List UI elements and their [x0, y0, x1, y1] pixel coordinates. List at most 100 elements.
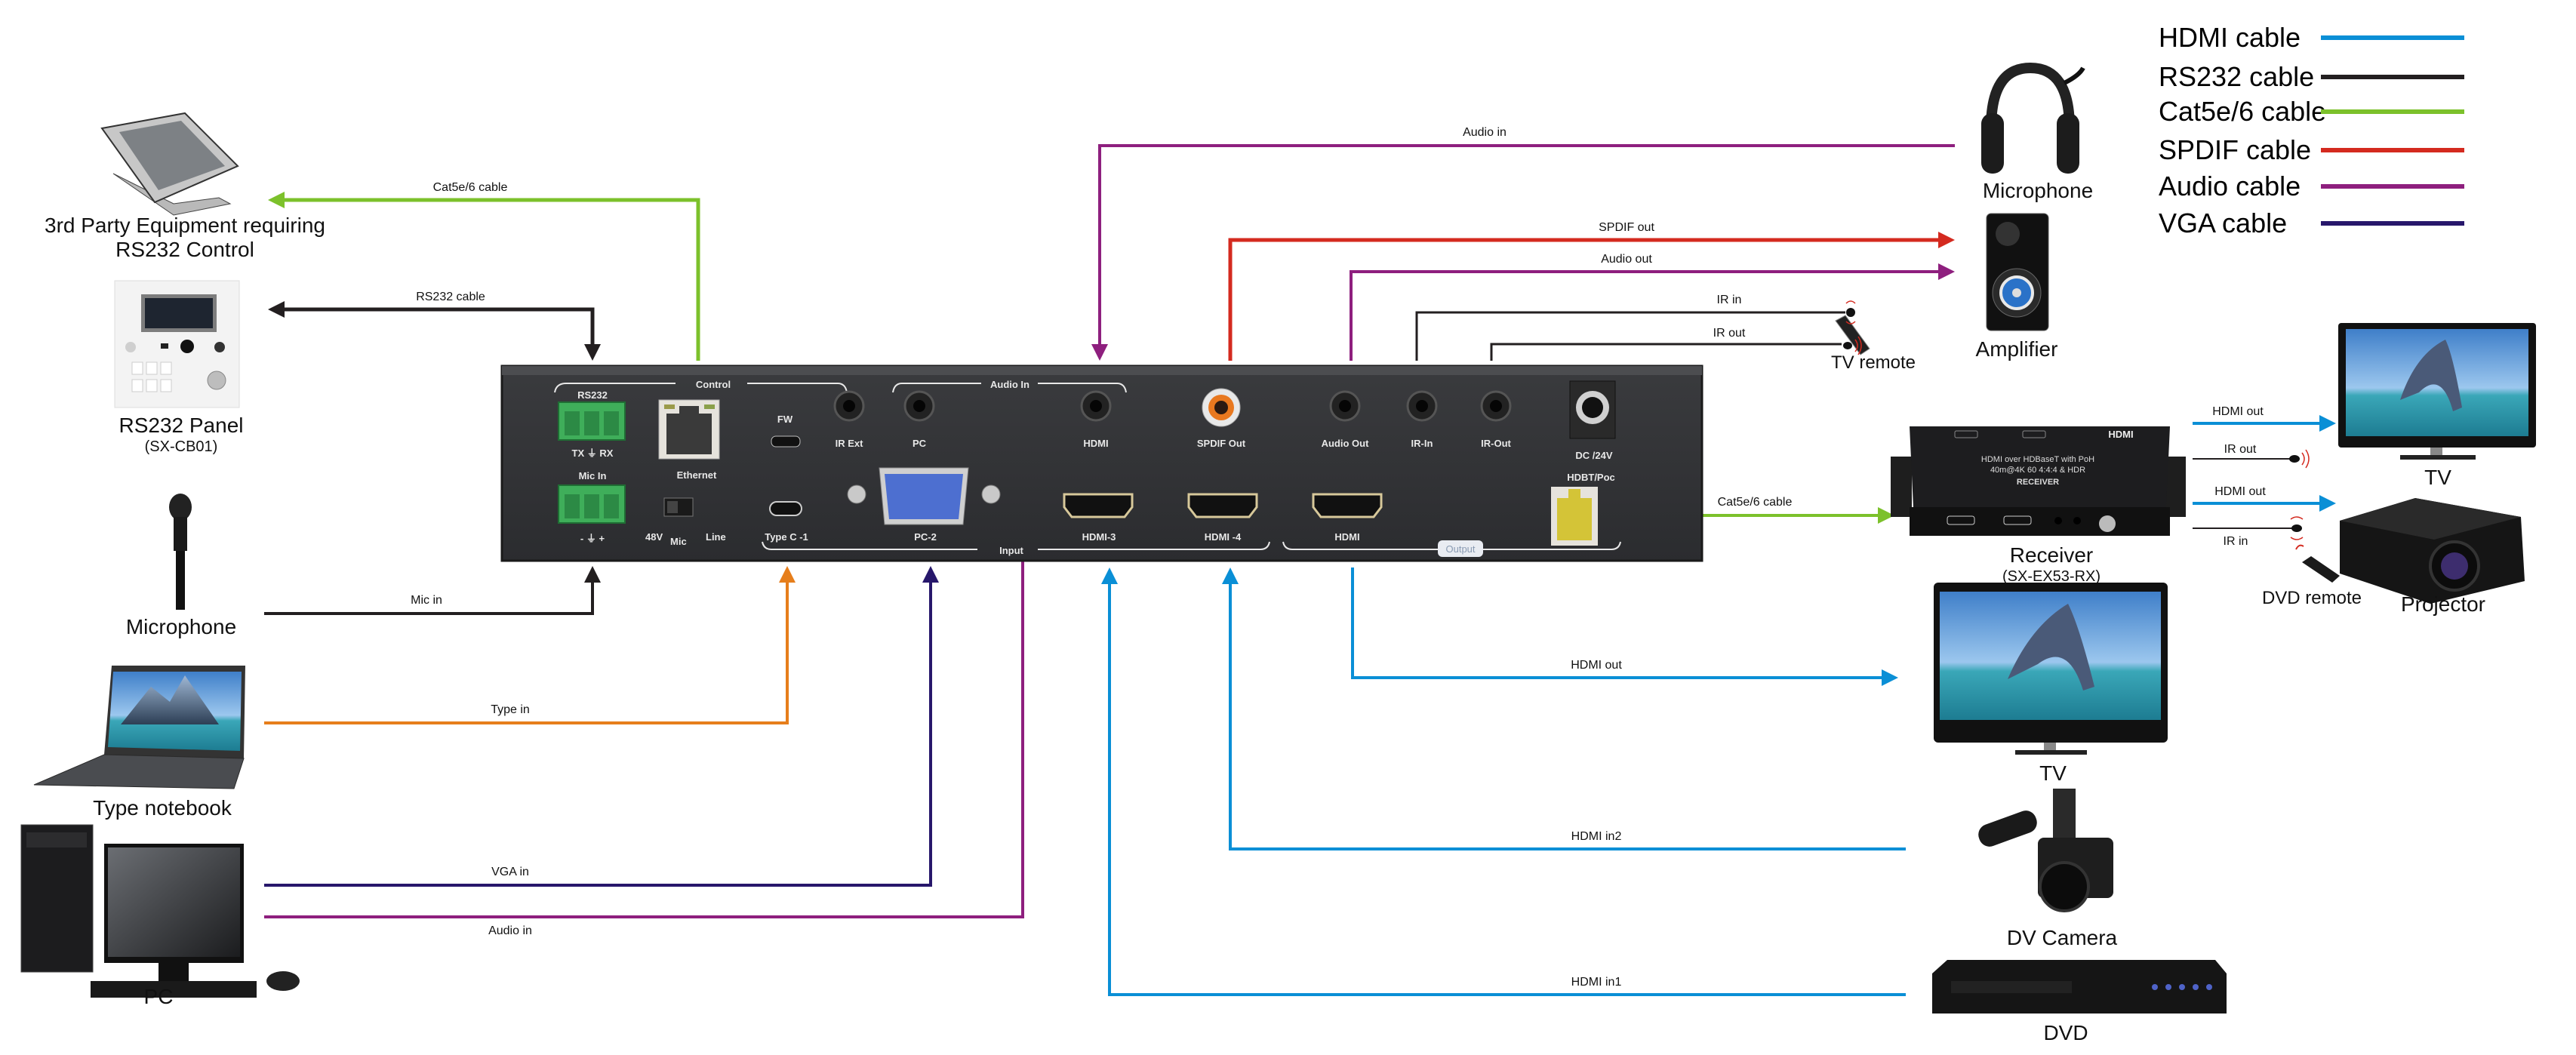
dc-label: DC /24V — [1575, 450, 1612, 461]
cable-line — [1350, 270, 1941, 361]
arrow-head — [1938, 263, 1955, 280]
rs232-terminal-block[interactable] — [558, 401, 626, 441]
cable-label: IR in — [2224, 535, 2248, 548]
receiver-body-line1: HDMI over HDBaseT with PoH — [1981, 455, 2094, 464]
headset-label: Microphone — [1983, 179, 2093, 202]
type-c-port[interactable] — [769, 501, 802, 516]
amplifier-speaker-icon — [1986, 213, 2049, 331]
cable-line — [1351, 567, 1885, 679]
arrow-head — [1882, 669, 1898, 686]
cable-rx-hdmi-out-tv: HDMI out — [2193, 405, 2336, 432]
hdmi-3-label: HDMI-3 — [1082, 531, 1116, 543]
cable-line — [264, 580, 594, 615]
pc-audio-jack[interactable] — [903, 390, 935, 422]
cable-audio-in-headset: Audio in — [1091, 126, 1955, 361]
spdif-out-port[interactable] — [1202, 388, 1241, 427]
receiver-logo: HDMI — [2108, 429, 2133, 440]
ethernet-port[interactable] — [658, 399, 720, 460]
hdbt-label: HDBT/Poc — [1567, 472, 1615, 483]
tv-right-label: TV — [2424, 466, 2451, 489]
receiver-body-line3: RECEIVER — [2017, 478, 2059, 487]
ir-in-jack[interactable] — [1406, 390, 1438, 422]
pc2-label: PC-2 — [914, 531, 937, 543]
arrow-head — [584, 344, 601, 361]
cable-label: HDMI in2 — [1571, 830, 1622, 843]
cable-audio-out: Audio out — [1350, 253, 1955, 361]
arrow-head — [2319, 415, 2336, 432]
rs232-panel-label: RS232 Panel — [118, 414, 243, 437]
mic-in-terminal-block[interactable] — [558, 484, 626, 524]
cable-hdmi-in1: HDMI in1 — [1101, 567, 1906, 996]
vga-port-pc2[interactable] — [847, 467, 1001, 525]
cable-hdmi-in2: HDMI in2 — [1222, 567, 1906, 850]
arrow-head — [922, 566, 939, 583]
cable-cat-third-party: Cat5e/6 cable — [268, 181, 700, 361]
hdmi-audio-jack[interactable] — [1080, 390, 1112, 422]
ir-emitter-rx-icon — [2289, 449, 2310, 469]
cable-label: Audio out — [1601, 253, 1652, 266]
hdmi-output-port[interactable] — [1312, 493, 1383, 518]
handheld-microphone-icon — [169, 494, 192, 610]
arrow-head — [268, 192, 285, 208]
hdbt-poc-port[interactable] — [1551, 487, 1598, 546]
cable-label: SPDIF out — [1599, 221, 1654, 234]
legend-item-label: Cat5e/6 cable — [2159, 96, 2326, 127]
tv-center-label: TV — [2039, 761, 2067, 785]
legend-item-label: HDMI cable — [2159, 22, 2301, 53]
legend-item: Cat5e/6 cable — [2159, 96, 2464, 127]
cable-line — [1490, 343, 1842, 361]
hdmi-4-port[interactable] — [1187, 493, 1258, 518]
cable-line — [264, 580, 789, 724]
pc-label: PC — [144, 985, 174, 1008]
cable-line — [264, 580, 932, 887]
cable-vga-in: VGA in — [264, 566, 939, 887]
tv-center-icon — [1934, 583, 2168, 755]
ir-out-jack[interactable] — [1480, 390, 1512, 422]
headset-icon — [1981, 62, 2085, 174]
group-audio-in-label: Audio In — [990, 379, 1029, 390]
projector-label: Projector — [2401, 592, 2485, 616]
legend-item-label: VGA cable — [2159, 208, 2287, 238]
hdmi-3-port[interactable] — [1063, 493, 1134, 518]
cable-label: VGA in — [491, 866, 529, 878]
dvd-remote-icon — [2295, 544, 2340, 583]
cable-ir-out: IR out — [1490, 327, 1842, 361]
arrow-head — [1101, 567, 1118, 584]
mic-line-switch[interactable] — [663, 497, 694, 517]
cable-label: IR out — [1713, 327, 1746, 340]
legend-item-label: SPDIF cable — [2159, 134, 2311, 165]
cable-line — [1108, 581, 1906, 996]
switch-line-label: Line — [706, 531, 726, 543]
cable-mic-in: Mic in — [264, 566, 601, 615]
legend-item: RS232 cable — [2159, 61, 2464, 92]
arrow-head — [1091, 344, 1108, 361]
cable-label: IR out — [2224, 443, 2257, 456]
legend-item-label: Audio cable — [2159, 171, 2301, 201]
cable-rs232-panel: RS232 cable — [268, 291, 601, 361]
group-input-label: Input — [999, 545, 1023, 556]
cable-line — [282, 307, 595, 347]
cable-label: HDMI out — [2214, 485, 2266, 498]
cable-label: IR in — [1717, 294, 1742, 306]
cable-label: Audio in — [1463, 126, 1507, 139]
tv-right-icon — [2338, 323, 2536, 460]
arrow-head — [584, 566, 601, 583]
audio-out-jack[interactable] — [1329, 390, 1361, 422]
cable-label: Mic in — [411, 594, 442, 607]
rs232-port-label: RS232 — [577, 389, 608, 401]
cable-label: HDMI out — [1571, 659, 1622, 672]
legend-item: SPDIF cable — [2159, 134, 2464, 165]
dc-power-jack[interactable] — [1569, 380, 1616, 439]
legend-item: VGA cable — [2159, 208, 2464, 238]
receiver-body-line2: 40m@4K 60 4:4:4 & HDR — [1990, 466, 2085, 475]
dv-camera-label: DV Camera — [2007, 926, 2118, 949]
third-party-touch-panel-icon — [100, 112, 239, 216]
tv-remote-label: TV remote — [1831, 352, 1916, 373]
ir-ext-jack[interactable] — [833, 390, 865, 422]
ir-in-label: IR-In — [1411, 438, 1433, 449]
cable-line — [1229, 581, 1906, 850]
fw-micro-usb-port[interactable] — [771, 435, 801, 448]
spdif-out-label: SPDIF Out — [1197, 438, 1246, 449]
